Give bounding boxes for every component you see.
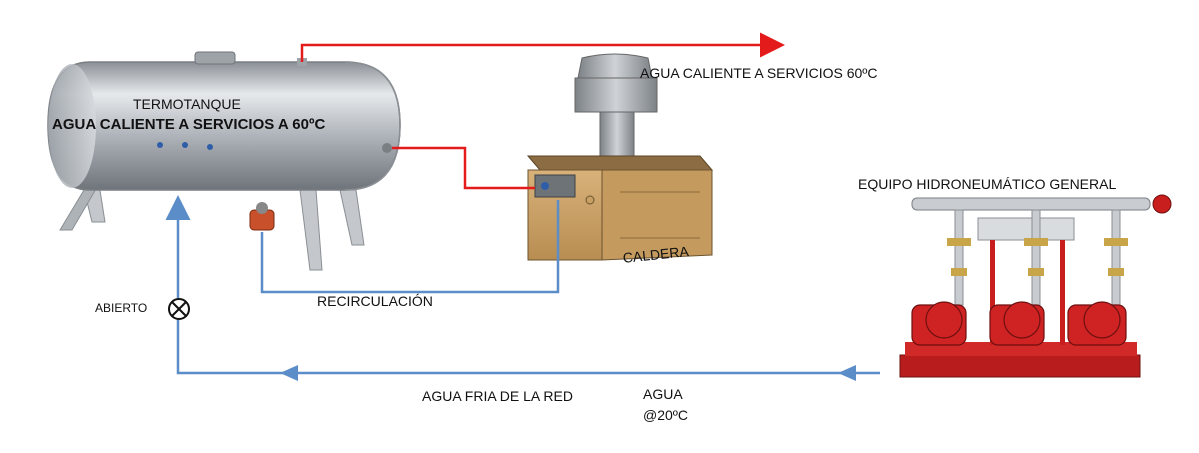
recirculation-pipe [260,200,560,294]
tank-boiler-hot-pipe [392,146,535,190]
water-temp-label-line1: AGUA [643,386,683,402]
cold-main-pipe [165,195,880,375]
valve-icon[interactable] [168,298,190,320]
pump-system-icon [899,194,1172,378]
pump-system-label: EQUIPO HIDRONEUMÁTICO GENERAL [858,176,1117,192]
cold-supply-label: AGUA FRIA DE LA RED [422,388,573,404]
tank-icon [47,51,401,271]
hot-supply-label: AGUA CALIENTE A SERVICIOS 60ºC [640,65,878,81]
hot-water-pipes [300,32,785,190]
cold-water-pipes [165,195,880,375]
boiler-icon [526,53,714,261]
tank-subtitle: AGUA CALIENTE A SERVICIOS A 60ºC [52,116,326,133]
hot-supply-pipe [300,32,785,62]
flow-arrow-right [838,365,856,381]
recirculation-label: RECIRCULACIÓN [317,293,433,309]
tank-title: TERMOTANQUE [133,96,241,112]
flow-arrows [280,365,856,381]
flow-arrow-left [280,365,298,381]
water-temp-label-line2: @20ºC [643,407,689,423]
valve-state-label: ABIERTO [95,301,148,315]
